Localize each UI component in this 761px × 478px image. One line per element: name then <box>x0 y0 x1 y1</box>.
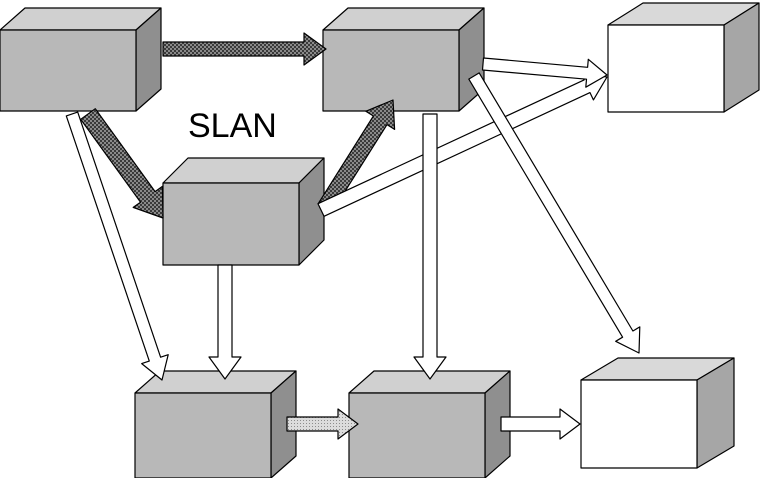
arrow-top-left-to-bottom-left <box>65 111 169 381</box>
arrow-top-middle-to-bottom-middle <box>413 113 447 380</box>
arrow-bottom-middle-to-bottom-right <box>500 408 581 440</box>
box-bottom-middle <box>348 370 511 478</box>
arrows-layer <box>65 32 641 440</box>
box-front-face <box>322 29 460 112</box>
diagram-label: SLAN <box>188 107 277 145</box>
box-top-face <box>0 7 162 31</box>
arrow-top-left-to-top-middle <box>162 32 327 66</box>
box-front-face <box>0 29 137 112</box>
box-bottom-right <box>580 357 735 469</box>
box-top-middle <box>322 7 485 112</box>
arrow-top-middle-to-top-right <box>481 57 608 88</box>
arrow-top-left-to-center <box>80 108 164 219</box>
box-front-face <box>134 392 272 478</box>
box-center <box>162 157 325 266</box>
box-front-face <box>580 379 698 469</box>
box-top-face <box>162 157 325 184</box>
box-front-face <box>607 24 725 113</box>
box-top-right <box>607 2 760 113</box>
arrow-center-to-bottom-left <box>208 264 242 380</box>
box-top-left <box>0 7 162 112</box>
box-front-face <box>348 392 486 478</box>
arrow-top-middle-to-bottom-right <box>468 72 641 354</box>
arrow-bottom-left-to-bottom-middle <box>286 408 359 440</box>
box-bottom-left <box>134 370 297 478</box>
arrow-center-to-top-middle <box>317 99 396 213</box>
box-top-face <box>322 7 485 31</box>
box-front-face <box>162 182 300 266</box>
